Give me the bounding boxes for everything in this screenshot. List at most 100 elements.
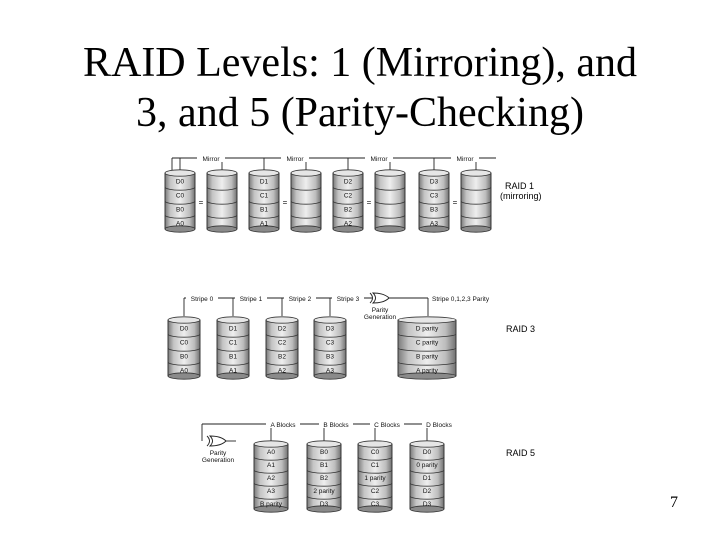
disk-cell-label: D1 (260, 179, 269, 186)
raid5-block-label: B Blocks (323, 422, 349, 429)
disk-cell-label: C2 (278, 340, 287, 347)
disk-cell-label: B1 (320, 462, 328, 469)
disk-cell-label: C parity (416, 340, 439, 347)
disk-cell-label: B0 (180, 354, 188, 361)
raid1-mirror-label: Mirror (287, 156, 305, 163)
raid1-disk (206, 169, 238, 233)
disk-cell-label: D2 (344, 179, 353, 186)
disk-cell-label: A2 (267, 475, 275, 482)
disk-cell-label: B0 (320, 449, 328, 456)
disk-cell-label: C2 (344, 193, 353, 200)
disk-cell-label: B2 (344, 207, 352, 214)
disk-cell-label: A2 (278, 368, 286, 375)
disk-cell-label: A0 (267, 449, 275, 456)
raid1-label: RAID 1 (505, 181, 534, 191)
disk-cell-label: A parity (416, 368, 438, 375)
disk-cell-label: D0 (423, 449, 432, 456)
disk-cell-label: C1 (371, 462, 380, 469)
disk-cell-label: D2 (423, 488, 432, 495)
disk-cell-label: D1 (229, 326, 238, 333)
disk-cell-label: D1 (423, 475, 432, 482)
disk-cell-label: B2 (320, 475, 328, 482)
raid1-equals-sign: = (367, 198, 372, 207)
disk-cell-label: C3 (430, 193, 439, 200)
raid1-equals-sign: = (453, 198, 458, 207)
raid3-parity-disk: D parity C parity B parity A parity (397, 316, 457, 380)
disk-cell-label: B2 (278, 354, 286, 361)
disk-cell-label: D0 (176, 179, 185, 186)
disk-cell-label: B parity (416, 354, 439, 361)
disk-cell-label: B1 (229, 354, 237, 361)
disk-cell-label: B parity (260, 501, 283, 508)
raid3-stripe-label: Stripe 3 (337, 296, 360, 303)
disk-cell-label: D2 (278, 326, 287, 333)
raid3-parity-gen-label: Parity (372, 307, 389, 314)
raid5-block-label: D Blocks (426, 422, 452, 429)
raid1-sublabel: (mirroring) (500, 191, 542, 201)
raid1-disk (460, 169, 492, 233)
raid3-parity-stripe-label: Stripe 0,1,2,3 Parity (432, 296, 490, 303)
slide-title-line-1: RAID Levels: 1 (Mirroring), and (82, 40, 638, 86)
disk-cell-label: C2 (371, 488, 380, 495)
disk-cell-label: C1 (229, 340, 238, 347)
raid5-parity-gen-label: Parity (210, 450, 227, 457)
disk-cell-label: C1 (260, 193, 269, 200)
disk-cell-label: A1 (260, 221, 268, 228)
raid3-parity-gen-label: Generation (364, 314, 397, 321)
disk-cell-label: A1 (267, 462, 275, 469)
disk-cell-label: C3 (371, 501, 380, 508)
raid1-disk (374, 169, 406, 233)
disk-cell-label: A3 (326, 368, 334, 375)
raid3-label: RAID 3 (506, 324, 535, 334)
disk-cell-label: C3 (326, 340, 335, 347)
slide-number: 7 (670, 494, 678, 511)
raid1-mirror-label: Mirror (457, 156, 475, 163)
raid3-group: Stripe 0 Stripe 1 Stripe 2 Stripe 3 ParityGe… (167, 292, 490, 380)
raid5-block-label: C Blocks (374, 422, 400, 429)
raid5-block-label: A Blocks (271, 422, 297, 429)
disk-cell-label: A1 (229, 368, 237, 375)
disk-cell-label: B0 (176, 207, 184, 214)
parity-generation-gate (369, 292, 390, 304)
raid5-label: RAID 5 (506, 448, 535, 458)
disk-cell-label: A0 (176, 221, 184, 228)
raid1-mirror-label: Mirror (203, 156, 221, 163)
slide-title: RAID Levels: 1 (Mirroring), and 3, and 5… (0, 38, 720, 138)
raid1-equals-sign: = (283, 198, 288, 207)
disk-cell-label: B3 (326, 354, 334, 361)
disk-cell-label: C0 (371, 449, 380, 456)
slide-title-line-2: 3, and 5 (Parity-Checking) (136, 90, 584, 136)
disk-cell-label: D parity (416, 326, 439, 333)
raid3-stripe-label: Stripe 1 (240, 296, 263, 303)
disk-cell-label: A3 (430, 221, 438, 228)
raid3-stripe-label: Stripe 0 (191, 296, 214, 303)
disk-cell-label: 1 parity (364, 475, 386, 482)
disk-cell-label: D3 (320, 501, 329, 508)
raid1-disk (290, 169, 322, 233)
disk-cell-label: D3 (423, 501, 432, 508)
raid3-stripe-label: Stripe 2 (289, 296, 312, 303)
disk-cell-label: C0 (176, 193, 185, 200)
parity-generation-gate (206, 435, 227, 447)
disk-cell-label: B3 (430, 207, 438, 214)
disk-cell-label: A0 (180, 368, 188, 375)
disk-cell-label: C0 (180, 340, 189, 347)
disk-cell-label: 0 parity (416, 462, 438, 469)
disk-cell-label: 2 parity (313, 488, 335, 495)
disk-cell-label: D3 (326, 326, 335, 333)
disk-cell-label: D0 (180, 326, 189, 333)
raid1-mirror-label: Mirror (371, 156, 389, 163)
